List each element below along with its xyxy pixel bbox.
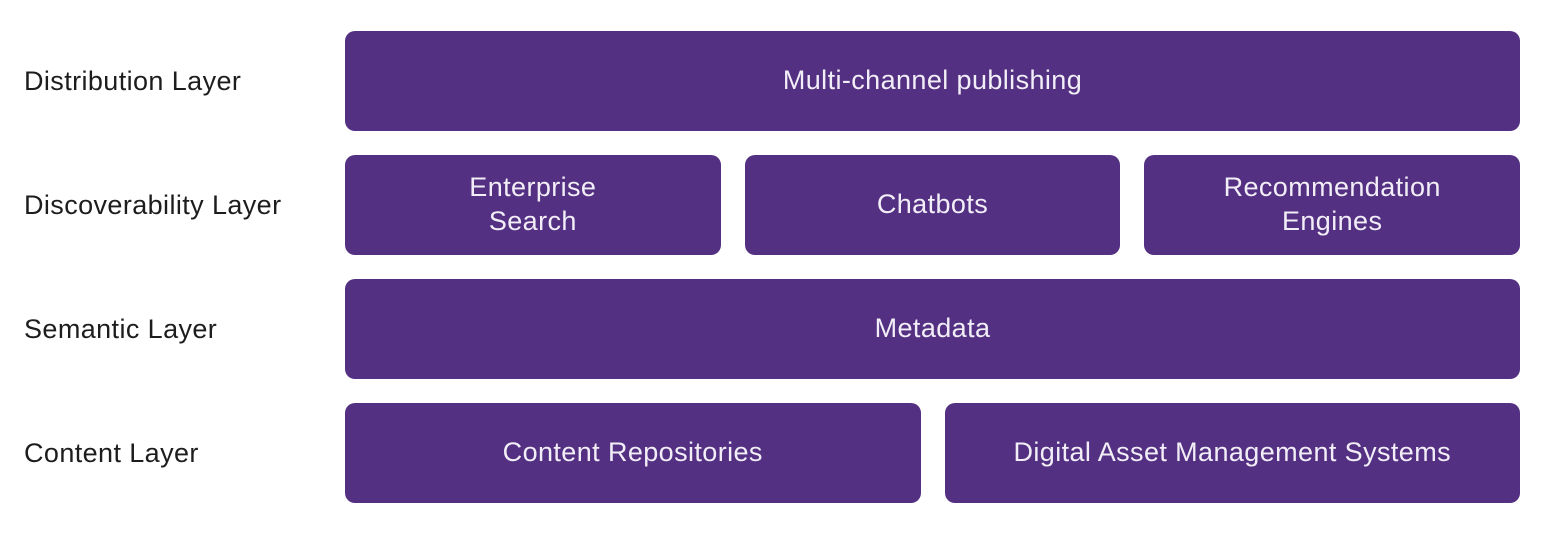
- row-content-layer: Content Layer Content Repositories Digit…: [0, 403, 1520, 503]
- layer-label-discoverability: Discoverability Layer: [24, 189, 282, 220]
- row-semantic-layer: Semantic Layer Metadata: [0, 279, 1520, 379]
- layer-label-distribution: Distribution Layer: [24, 65, 242, 96]
- box-content-repositories: Content Repositories: [345, 403, 921, 503]
- distribution-layer-boxes: Multi-channel publishing: [345, 31, 1520, 131]
- content-layer-boxes: Content Repositories Digital Asset Manag…: [345, 403, 1520, 503]
- box-digital-asset-management-systems: Digital Asset Management Systems: [944, 403, 1520, 503]
- box-enterprise-search: Enterprise Search: [345, 155, 721, 255]
- box-recommendation-engines: Recommendation Engines: [1144, 155, 1521, 255]
- semantic-layer-boxes: Metadata: [345, 279, 1520, 379]
- box-multi-channel-publishing: Multi-channel publishing: [345, 31, 1520, 131]
- layer-label-semantic: Semantic Layer: [24, 313, 218, 344]
- box-metadata: Metadata: [345, 279, 1520, 379]
- discoverability-layer-boxes: Enterprise Search Chatbots Recommendatio…: [345, 155, 1521, 255]
- box-chatbots: Chatbots: [744, 155, 1121, 255]
- row-discoverability-layer: Discoverability Layer Enterprise Search …: [0, 155, 1521, 255]
- row-distribution-layer: Distribution Layer Multi-channel publish…: [0, 31, 1520, 131]
- layer-label-content: Content Layer: [24, 437, 199, 468]
